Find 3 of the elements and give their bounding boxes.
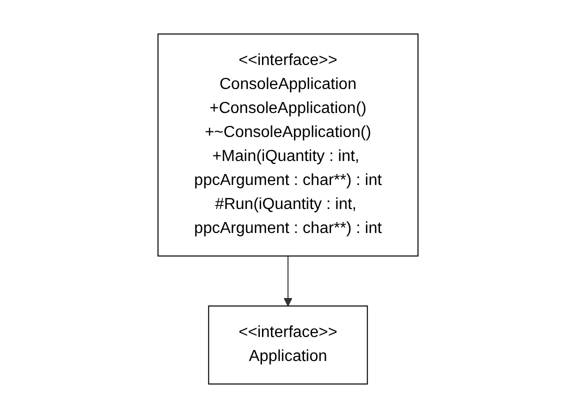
arrow [284,255,292,306]
node-box: <<interface>> ConsoleApplication +ConsoleApplication() +~ConsoleApplication() +Main(iQuantity : int, ppcArgument : char**) : int #Run(iQuantity : int, ppcArgument : char**) : int [158,33,418,256]
node-box: <<interface>> Application [208,305,368,384]
